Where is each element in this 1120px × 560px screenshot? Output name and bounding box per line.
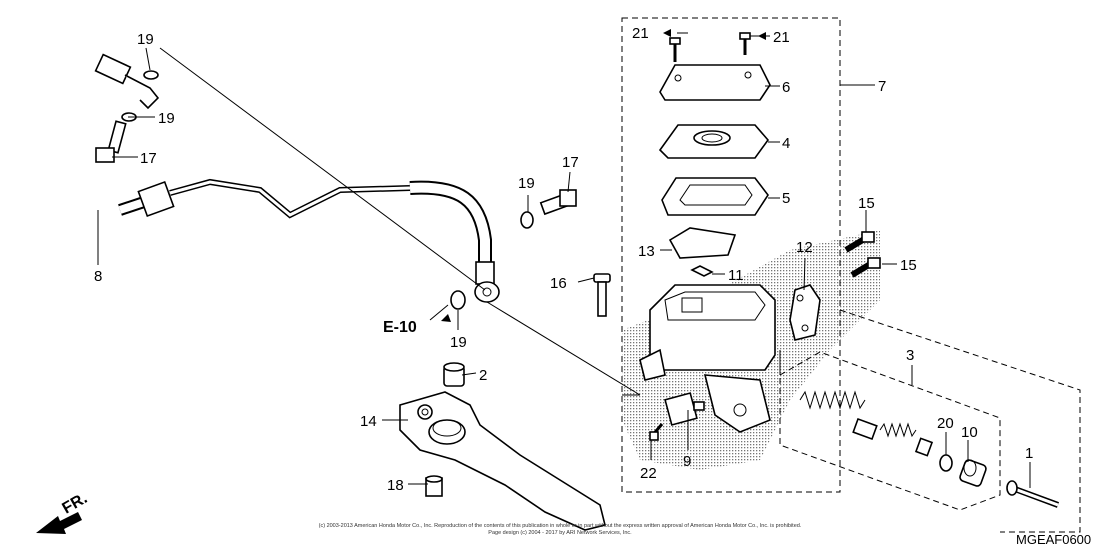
reference-e-10: E-10	[383, 319, 417, 336]
callout-19a: 19	[137, 31, 154, 48]
callout-1: 1	[1025, 445, 1033, 462]
callout-7: 7	[878, 78, 886, 95]
piston-spring	[799, 390, 866, 410]
callout-15b: 15	[900, 257, 917, 274]
assembly-guide-line	[839, 309, 1081, 533]
snap-ring-20	[939, 454, 953, 472]
oil-bolt-17b	[539, 189, 577, 216]
clutch-switch-9	[664, 392, 705, 426]
clutch-hose	[45, 53, 500, 303]
push-rod-1	[1006, 480, 1060, 508]
callout-8: 8	[94, 268, 102, 285]
callout-18: 18	[387, 477, 404, 494]
callout-22: 22	[640, 465, 657, 482]
arrow-markers	[441, 29, 766, 322]
pivot-bushing-2	[443, 362, 465, 387]
float-plate-13	[668, 227, 737, 259]
callout-5: 5	[782, 190, 790, 207]
callout-3: 3	[906, 347, 914, 364]
screw-21a	[669, 37, 681, 62]
sealing-washer-19c	[520, 211, 534, 229]
piston-set-outline	[779, 351, 1001, 511]
front-direction-label: FR.	[60, 490, 91, 518]
sealing-washer-19a	[143, 70, 159, 80]
screw-21b	[739, 32, 751, 55]
pivot-bolt-16	[593, 273, 611, 317]
callout-17a: 17	[140, 150, 157, 167]
leader-lines	[97, 32, 1031, 488]
callout-11: 11	[728, 267, 744, 284]
callout-17b: 17	[562, 154, 579, 171]
master-cylinder-assembly-outline	[621, 17, 841, 493]
diaphragm-5	[661, 177, 769, 216]
master-piston	[852, 417, 934, 457]
oil-bolt-17a	[95, 120, 127, 163]
screw-22	[649, 423, 664, 441]
lever-adjuster-18	[425, 475, 443, 497]
callout-12: 12	[796, 239, 813, 256]
callout-20: 20	[937, 415, 954, 432]
copyright-line-2: Page design (c) 2004 - 2017 by ARI Netwo…	[488, 530, 632, 536]
callouts: 19 19 17 8 17 19 19 E-10 2 14 18 21 21 6…	[94, 25, 1033, 494]
bolt-15b	[850, 257, 881, 278]
sealing-washer-19d	[450, 290, 466, 310]
callout-15a: 15	[858, 195, 875, 212]
callout-19d: 19	[450, 334, 467, 351]
callout-19c: 19	[518, 175, 535, 192]
clutch-lever	[399, 391, 606, 531]
callout-6: 6	[782, 79, 790, 96]
copyright-line-1: (c) 2003-2013 American Honda Motor Co., …	[319, 523, 802, 529]
cap-plate-4	[658, 124, 770, 159]
callout-4: 4	[782, 135, 790, 152]
boot-10	[959, 459, 987, 487]
diagram-code: MGEAF0600	[1016, 532, 1091, 547]
callout-16: 16	[550, 275, 567, 292]
callout-21a: 21	[632, 25, 649, 42]
callout-10: 10	[961, 424, 978, 441]
bolt-15a	[844, 231, 875, 253]
callout-13: 13	[638, 243, 655, 260]
callout-19b: 19	[158, 110, 175, 127]
master-cylinder-body	[639, 284, 776, 433]
reservoir-cap-6	[659, 64, 771, 101]
holder-12	[789, 284, 821, 341]
clip-11	[690, 265, 714, 277]
callout-9: 9	[683, 453, 691, 470]
callout-2: 2	[479, 367, 487, 384]
front-direction-arrow	[36, 512, 82, 534]
callout-14: 14	[360, 413, 377, 430]
callout-21b: 21	[773, 29, 790, 46]
